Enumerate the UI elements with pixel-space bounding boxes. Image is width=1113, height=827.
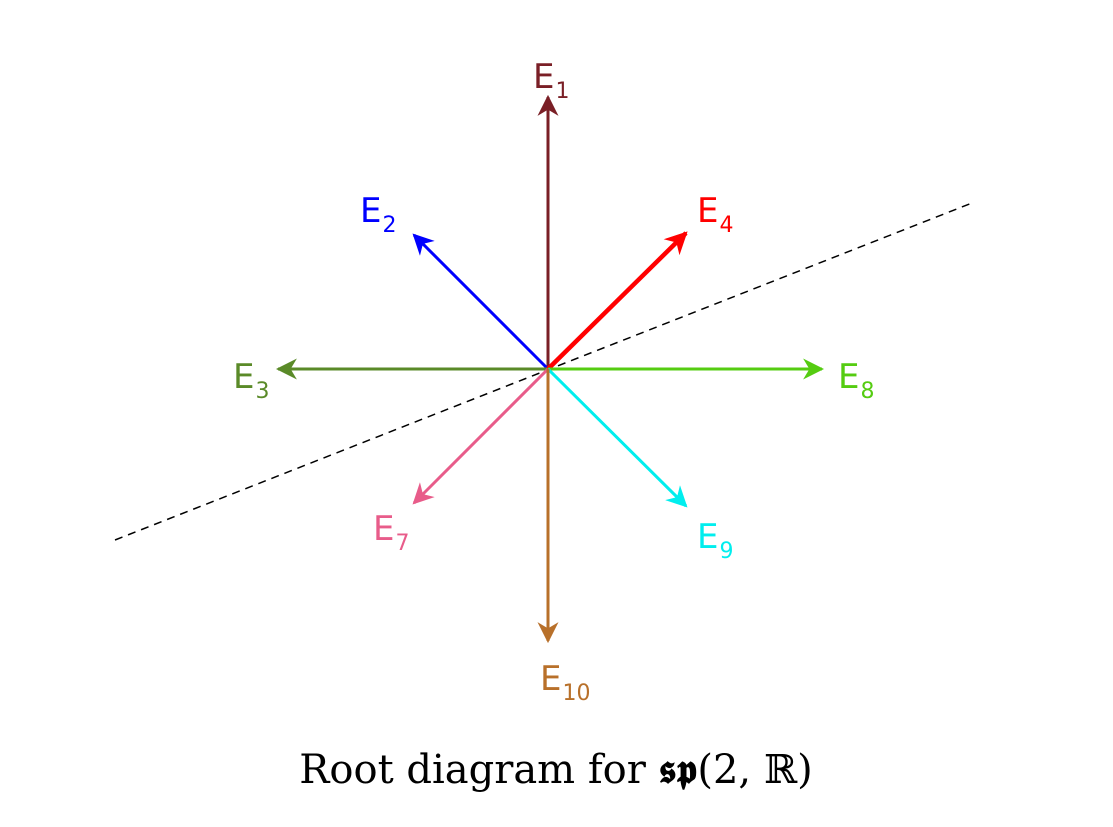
caption-prefix: Root diagram for bbox=[299, 747, 658, 793]
root-arrow-e9 bbox=[546, 367, 688, 508]
root-label-base: E bbox=[233, 357, 254, 397]
root-arrow-e7 bbox=[412, 367, 550, 505]
root-label-e9: E9 bbox=[697, 517, 733, 564]
root-label-subscript: 4 bbox=[719, 213, 733, 238]
root-label-subscript: 9 bbox=[719, 539, 733, 564]
root-arrow-e2 bbox=[412, 233, 550, 371]
root-label-subscript: 2 bbox=[382, 213, 396, 238]
root-label-e1: E1 bbox=[533, 57, 569, 104]
root-label-base: E bbox=[540, 659, 561, 699]
root-label-base: E bbox=[838, 357, 859, 397]
root-label-subscript: 7 bbox=[395, 531, 409, 556]
root-label-base: E bbox=[373, 509, 394, 549]
root-label-base: E bbox=[697, 191, 718, 231]
root-label-base: E bbox=[360, 191, 381, 231]
root-label-subscript: 10 bbox=[562, 681, 590, 706]
root-label-e7: E7 bbox=[373, 509, 409, 556]
root-label-e4: E4 bbox=[697, 191, 733, 238]
root-label-subscript: 8 bbox=[860, 379, 874, 404]
root-label-base: E bbox=[533, 57, 554, 97]
root-label-e10: E10 bbox=[540, 659, 590, 706]
caption-args: (2, ℝ) bbox=[697, 747, 812, 793]
root-label-e8: E8 bbox=[838, 357, 874, 404]
caption-algebra: 𝖘𝖕 bbox=[659, 746, 698, 793]
root-arrows bbox=[275, 94, 825, 644]
root-label-e2: E2 bbox=[360, 191, 396, 238]
root-label-base: E bbox=[697, 517, 718, 557]
root-label-subscript: 1 bbox=[555, 79, 569, 104]
root-label-subscript: 3 bbox=[255, 379, 269, 404]
root-arrow-e4 bbox=[546, 231, 688, 371]
root-label-e3: E3 bbox=[233, 357, 269, 404]
diagram-caption: Root diagram for 𝖘𝖕(2, ℝ) bbox=[299, 746, 812, 793]
